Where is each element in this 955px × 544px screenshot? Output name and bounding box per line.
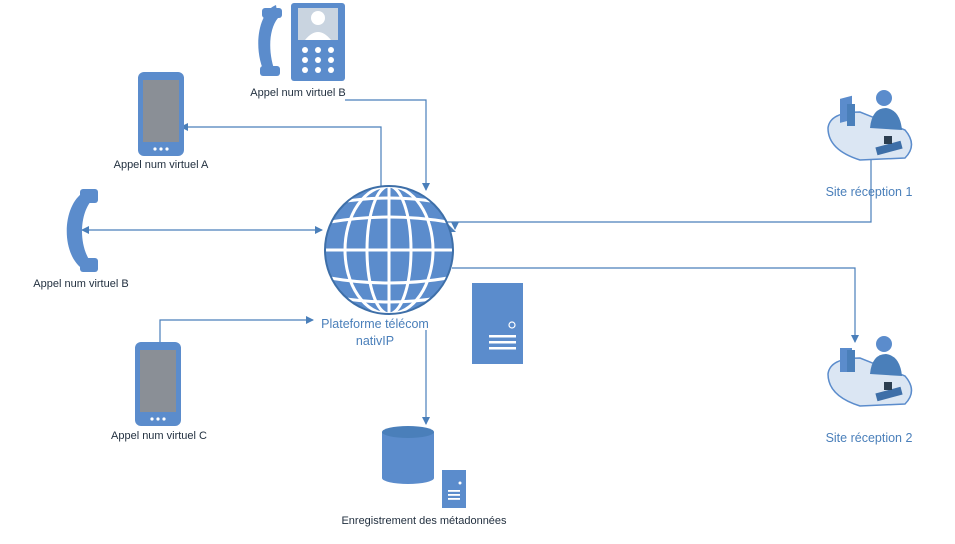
connector-mobile-c-to-platform: [159, 316, 314, 342]
operator-workstation-icon: [827, 90, 913, 161]
platform-label-line1: Plateforme télécom: [321, 317, 429, 331]
globe-icon: [324, 185, 454, 315]
mobile-phone-icon: [135, 342, 181, 426]
mobile-a-label: Appel num virtuel A: [113, 159, 209, 171]
connector-deskphone-to-platform: [345, 99, 430, 191]
connector-site1-platform: [440, 148, 872, 223]
database-label: Enregistrement des métadonnées: [341, 515, 507, 527]
mobile-phone-icon: [138, 72, 184, 156]
database-icon: [382, 426, 466, 508]
handset-b-label: Appel num virtuel B: [33, 278, 129, 290]
site-2-label: Site réception 2: [825, 431, 913, 445]
connector-platform-to-mobile-a: [180, 123, 382, 190]
operator-workstation-icon: [827, 336, 913, 407]
desk-phone-icon: [258, 3, 345, 81]
phone-handset-icon: [66, 189, 98, 272]
deskphone-b-label: Appel num virtuel B: [250, 87, 346, 99]
mobile-c-label: Appel num virtuel C: [111, 430, 207, 442]
platform-label-line2: nativIP: [355, 334, 395, 348]
server-icon: [472, 283, 523, 364]
platform-label: Plateforme télécom nativIP: [321, 316, 429, 350]
site-1-label: Site réception 1: [825, 185, 913, 199]
connector-platform-to-site2: [452, 267, 859, 343]
